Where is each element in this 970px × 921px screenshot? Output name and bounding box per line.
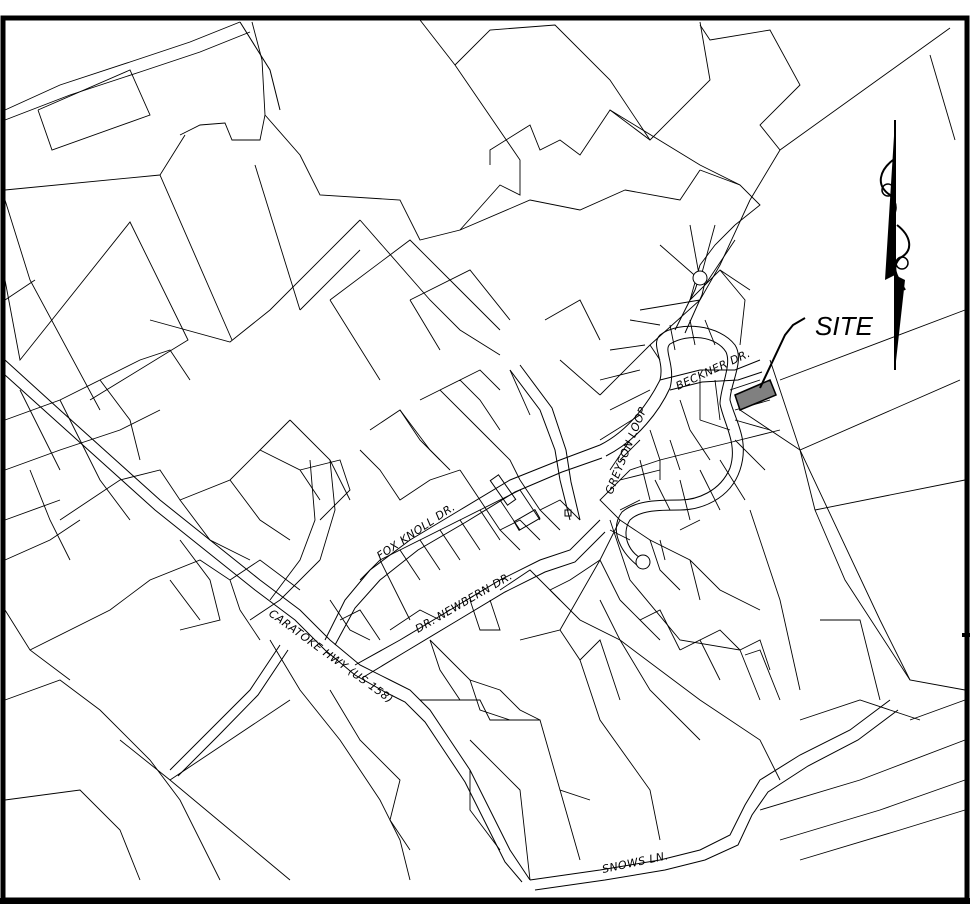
buildings bbox=[489, 474, 572, 532]
north-arrow-icon bbox=[879, 120, 911, 370]
label-snows-ln: SNOWS LN. bbox=[601, 849, 670, 876]
site-leader bbox=[759, 317, 806, 389]
road-snows-ln bbox=[529, 699, 891, 881]
label-fox-knoll-dr: FOX KNOLL DR. bbox=[374, 500, 457, 562]
road-fox-knoll bbox=[324, 444, 601, 641]
cul-de-sac-south bbox=[635, 554, 651, 570]
parcel-lines bbox=[4, 19, 966, 881]
bottom-band bbox=[0, 900, 970, 921]
road-greyson-loop bbox=[599, 325, 744, 561]
label-site: SITE bbox=[815, 311, 873, 341]
roads bbox=[4, 21, 899, 891]
label-beckner-dr: BECKNER DR. bbox=[674, 347, 753, 393]
cul-de-sac-north bbox=[692, 270, 708, 286]
label-greyson-loop: GREYSON LOOP bbox=[603, 405, 650, 496]
site-parcel bbox=[734, 379, 777, 412]
road-caratoke-hwy bbox=[4, 359, 531, 881]
label-dr-newbern-dr: DR. NEWBERN DR. bbox=[413, 569, 515, 635]
road-newbern bbox=[354, 519, 601, 666]
map-frame bbox=[0, 15, 970, 903]
